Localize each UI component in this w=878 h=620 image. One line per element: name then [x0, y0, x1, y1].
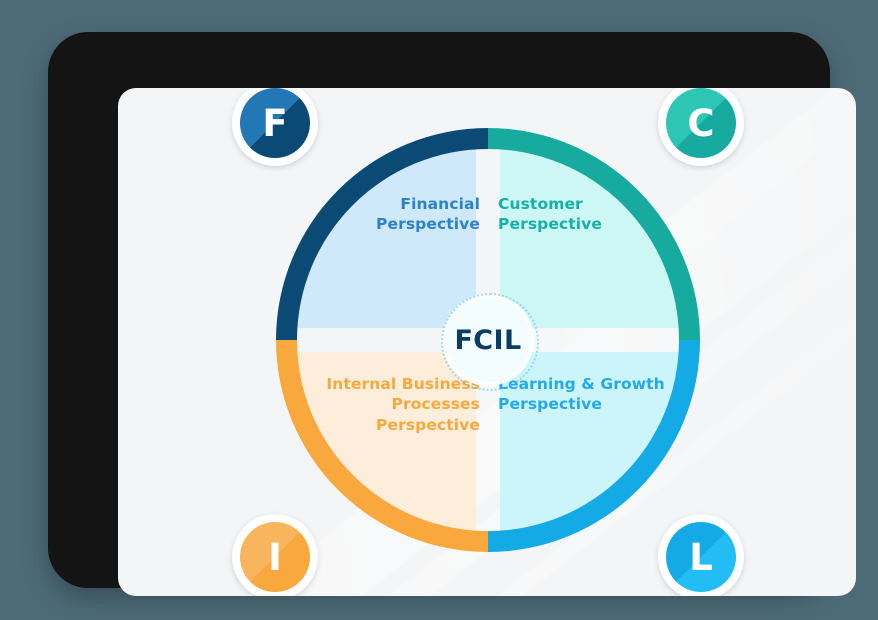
quadrant-learning-and-growth[interactable] — [494, 346, 706, 558]
badge-customer[interactable]: C — [658, 88, 744, 166]
badge-financial-disc: F — [240, 88, 310, 158]
tablet-device-frame: Financial Perspective Customer Perspecti… — [48, 32, 856, 596]
center-hub-label: FCIL — [454, 324, 522, 356]
badge-learning-and-growth-letter: L — [689, 535, 713, 579]
badge-internal-business-processes-letter: I — [268, 535, 282, 579]
label-customer-perspective: Customer Perspective — [498, 195, 602, 234]
badge-learning-and-growth-disc: L — [666, 522, 736, 592]
badge-financial-letter: F — [262, 101, 288, 145]
label-internal-business-processes-perspective: Internal Business Processes Perspective — [326, 375, 480, 434]
badge-customer-letter: C — [687, 101, 715, 145]
label-financial-perspective: Financial Perspective — [376, 195, 480, 234]
label-learning-and-growth-perspective: Learning & Growth Perspective — [498, 375, 665, 414]
quadrant-customer[interactable] — [494, 122, 706, 334]
center-hub[interactable]: FCIL — [441, 293, 539, 391]
center-hub-dotted-ring — [441, 293, 539, 391]
badge-internal-business-processes[interactable]: I — [232, 514, 318, 596]
badge-internal-business-processes-disc: I — [240, 522, 310, 592]
quadrant-internal-business-processes[interactable] — [270, 346, 482, 558]
badge-learning-and-growth[interactable]: L — [658, 514, 744, 596]
badge-customer-disc: C — [666, 88, 736, 158]
quadrant-financial[interactable] — [270, 122, 482, 334]
badge-financial[interactable]: F — [232, 88, 318, 166]
tablet-screen: Financial Perspective Customer Perspecti… — [118, 88, 856, 596]
balanced-scorecard-wheel: Financial Perspective Customer Perspecti… — [232, 88, 744, 596]
